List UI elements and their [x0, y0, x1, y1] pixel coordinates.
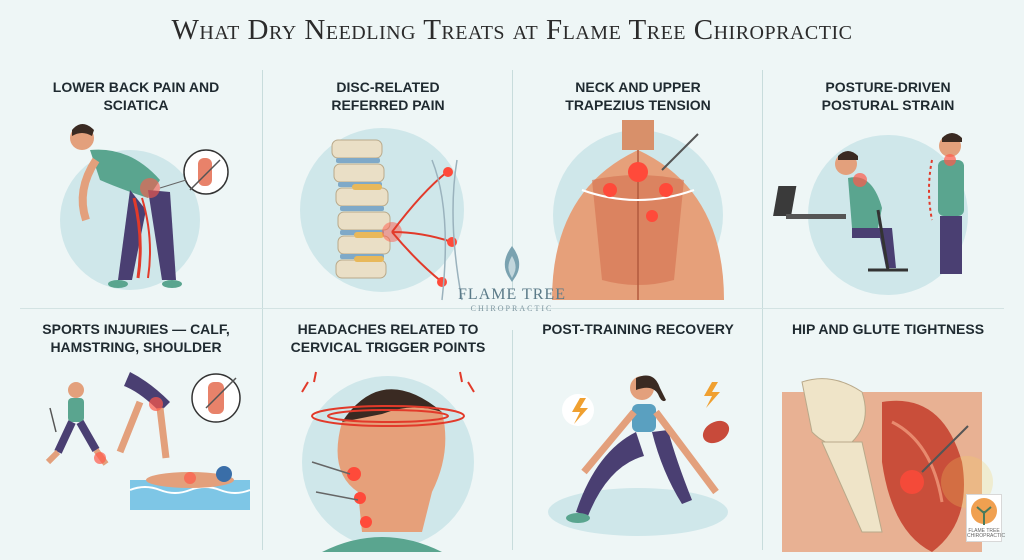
- card-posture-strain: Posture-Driven Postural Strain: [762, 78, 1014, 318]
- page-title: What Dry Needling Treats at Flame Tree C…: [171, 14, 853, 46]
- card-title: Sports Injuries — Calf, Hamstring, Shoul…: [42, 321, 230, 355]
- shoulders-illustration: [552, 120, 724, 300]
- card-title: Hip and Glute Tightness: [791, 321, 985, 337]
- tree-logo-icon: [971, 498, 997, 525]
- brand-sub: CHIROPRACTIC: [470, 304, 554, 313]
- spine-illustration: [300, 128, 464, 301]
- brand-badge: FLAME TREE CHIROPRACTIC: [966, 494, 1006, 542]
- lightning-icon: [562, 394, 594, 426]
- recovery-illustration: [548, 375, 730, 536]
- head-illustration: [301, 371, 475, 552]
- divider: [512, 330, 513, 550]
- card-post-training: Post-Training Recovery: [512, 320, 764, 560]
- divider: [262, 70, 263, 550]
- card-headaches: Headaches Related to Cervical Trigger Po…: [262, 320, 514, 560]
- brand-name: FLAME TREE: [458, 286, 566, 303]
- card-title: Headaches Related to Cervical Trigger Po…: [290, 321, 486, 355]
- sports-illustration: [45, 372, 251, 510]
- card-title: Disc-Related Referred Pain: [331, 79, 445, 113]
- divider: [20, 308, 1004, 309]
- card-title: Posture-Driven Postural Strain: [821, 79, 955, 113]
- card-disc-pain: Disc-Related Referred Pain: [262, 78, 514, 318]
- lightning-icon: [704, 382, 720, 408]
- brand-logo: FLAME TREE CHIROPRACTIC: [452, 244, 572, 324]
- card-title: Post-Training Recovery: [542, 321, 734, 337]
- card-neck-tension: Neck and Upper Trapezius Tension: [512, 78, 764, 318]
- card-sports-injuries: Sports Injuries — Calf, Hamstring, Shoul…: [10, 320, 262, 560]
- flame-logo-icon: [504, 246, 520, 282]
- divider: [762, 70, 763, 550]
- card-title: Neck and Upper Trapezius Tension: [565, 79, 711, 113]
- badge-text: FLAME TREE CHIROPRACTIC: [967, 528, 1006, 539]
- card-lower-back: Lower Back Pain and Sciatica: [10, 78, 262, 318]
- back-pain-illustration: [60, 124, 229, 290]
- card-title: Lower Back Pain and Sciatica: [52, 79, 220, 113]
- divider: [512, 70, 513, 290]
- posture-illustration: [773, 133, 968, 295]
